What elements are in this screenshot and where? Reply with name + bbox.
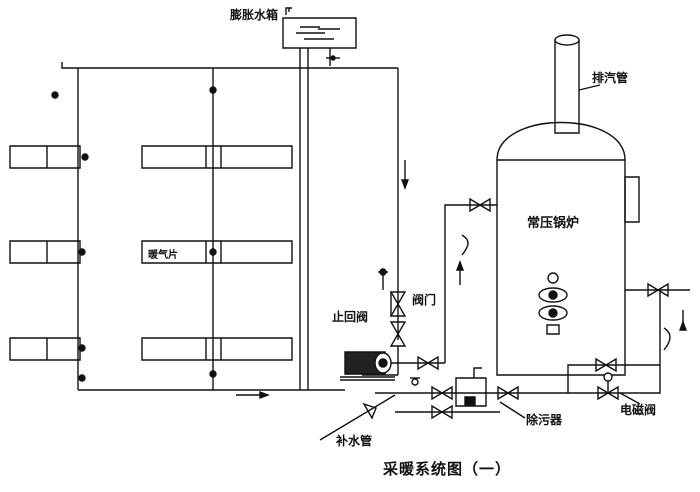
boiler-side-port xyxy=(625,177,639,222)
makeup-valve xyxy=(364,404,376,418)
radiator-label: 暖气片 xyxy=(148,250,178,261)
exhaust-pipe xyxy=(555,40,579,133)
discharge-valve xyxy=(418,357,438,369)
boiler-feed-riser xyxy=(445,205,497,363)
boiler-inlet-valve xyxy=(470,199,490,211)
solenoid-valve-label: 电磁阀 xyxy=(620,403,657,417)
strainer-outlet-valve xyxy=(498,387,518,399)
expansion-tank-water-lines xyxy=(296,27,340,39)
radiator-left-top xyxy=(10,146,80,168)
bypass-valve xyxy=(596,359,616,371)
exhaust-pipe-leader xyxy=(579,85,600,90)
figure-title: 采暖系统图（一） xyxy=(383,460,512,478)
right-side-arc xyxy=(664,328,670,350)
boiler-feed-side-arc xyxy=(462,235,468,255)
radiator-left-bottom xyxy=(10,338,80,360)
solenoid-bypass-pipe xyxy=(568,290,660,393)
makeup-pipe xyxy=(320,395,395,440)
right-branch-valve xyxy=(648,284,668,296)
radiator-middle-middle xyxy=(142,241,292,263)
upflow-arrowhead xyxy=(457,262,463,270)
expansion-tank-float-icon xyxy=(286,8,292,15)
radiator-middle-top xyxy=(142,146,292,168)
exhaust-pipe-label: 排汽管 xyxy=(592,71,629,85)
boiler-label: 常压锅炉 xyxy=(527,216,580,231)
strainer-leader xyxy=(500,402,525,418)
radiator-middle-bottom xyxy=(142,338,292,360)
strainer-label: 除污器 xyxy=(526,413,563,427)
makeup-pipe-label: 补水管 xyxy=(336,434,373,448)
radiator-left-middle xyxy=(10,241,80,263)
lower-bypass-valve xyxy=(432,406,452,418)
valve-label: 阀门 xyxy=(412,293,437,307)
supply-main-pipe xyxy=(62,62,398,68)
downflow-arrowhead xyxy=(402,180,408,188)
expansion-tank xyxy=(283,18,356,48)
strainer xyxy=(456,368,486,406)
riser-valves xyxy=(52,87,216,381)
solenoid-valve xyxy=(598,373,640,404)
check-valve-label: 止回阀 xyxy=(332,310,369,324)
return-flow-arrowhead xyxy=(260,392,268,398)
expansion-tank-pipes xyxy=(300,48,340,390)
circulation-pump xyxy=(340,352,395,380)
expansion-tank-label: 膨胀水箱 xyxy=(230,8,279,22)
boiler-burner-icons xyxy=(539,273,567,334)
strainer-inlet-valve xyxy=(432,387,452,399)
